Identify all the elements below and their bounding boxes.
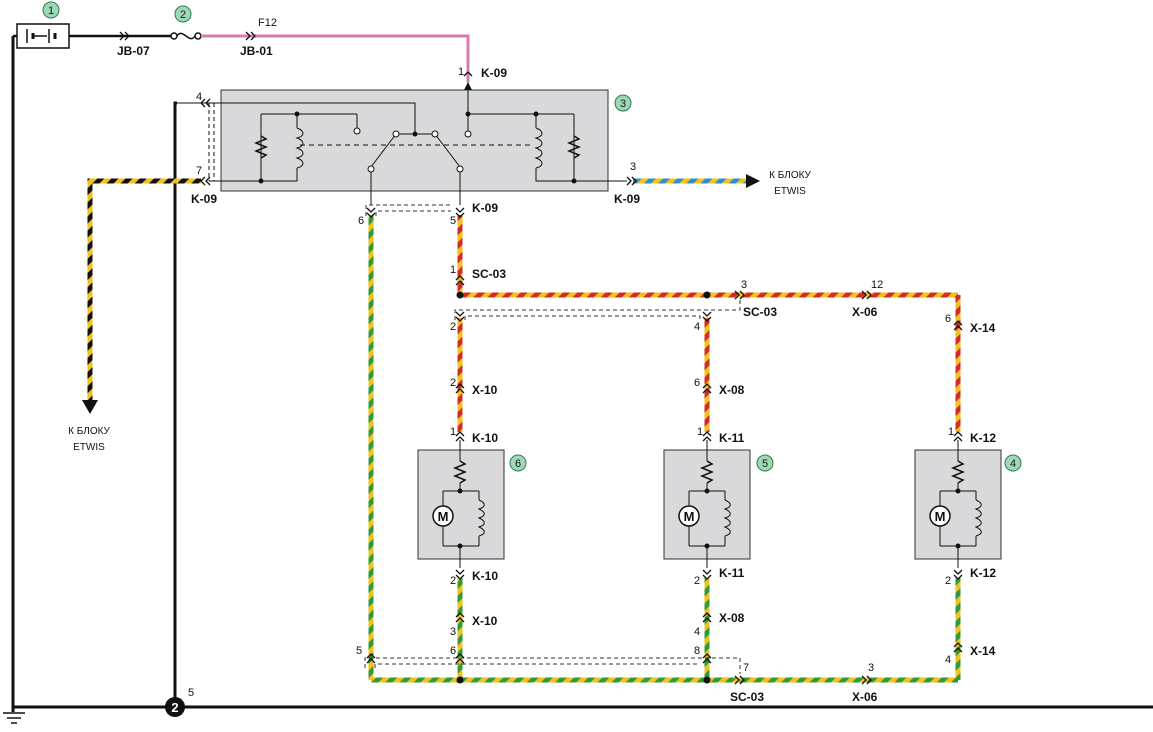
connector-x14-top: X-14 xyxy=(970,321,996,335)
ground-symbol-icon xyxy=(3,712,25,724)
svg-text:2: 2 xyxy=(180,9,186,21)
connector-k11-bot: K-11 xyxy=(719,566,745,580)
fuse-icon xyxy=(170,32,202,40)
motor-box-4 xyxy=(914,449,1002,560)
wire-junctions xyxy=(456,291,711,684)
connector-sc03-mid: SC-03 xyxy=(743,305,777,319)
pin-sc03-2: 2 xyxy=(450,321,456,333)
dest-right-line1: К БЛОКУ xyxy=(769,170,811,181)
svg-text:1: 1 xyxy=(48,5,54,17)
dest-left-line1: К БЛОКУ xyxy=(68,426,110,437)
connector-x14-bot: X-14 xyxy=(970,644,996,658)
svg-text:6: 6 xyxy=(515,458,521,470)
pin-k09-4: 4 xyxy=(196,91,202,103)
motor-6-label: M xyxy=(438,509,449,524)
svg-text:3: 3 xyxy=(620,98,626,110)
connector-x08-top: X-08 xyxy=(719,383,745,397)
wire-pink xyxy=(201,34,470,82)
connector-jb01: JB-01 xyxy=(240,44,273,58)
pin-x06-3: 3 xyxy=(868,662,874,674)
motor-nodes xyxy=(457,488,961,549)
badge-1: 1 xyxy=(42,1,60,19)
switch-junctions xyxy=(258,111,577,184)
pin-sc03-3: 3 xyxy=(741,279,747,291)
connector-k10-top: K-10 xyxy=(472,431,498,445)
motor-4-internals xyxy=(929,440,982,568)
left-dest-arrow-icon xyxy=(82,400,98,414)
badge-2: 2 xyxy=(174,5,192,23)
motor-4-label: M xyxy=(935,509,946,524)
dest-left-line2: ETWIS xyxy=(73,442,105,453)
connector-sc03-bot: SC-03 xyxy=(730,690,764,704)
connector-x10-bot: X-10 xyxy=(472,614,498,628)
pin-k09-6: 6 xyxy=(358,215,364,227)
connector-x10-top: X-10 xyxy=(472,383,498,397)
pin-sc03-7: 7 xyxy=(743,662,749,674)
badge-4: 4 xyxy=(1004,454,1022,472)
connector-k12-bot: K-12 xyxy=(970,566,996,580)
connector-x06-top: X-06 xyxy=(852,305,878,319)
connector-x08-bot: X-08 xyxy=(719,611,745,625)
badge-6: 6 xyxy=(509,454,527,472)
switch-internals xyxy=(177,102,627,205)
pin-ground-5: 5 xyxy=(188,687,194,699)
dashed-connector-outlines xyxy=(364,204,741,674)
ground-point-label: 2 xyxy=(171,700,178,715)
pin-k09-5: 5 xyxy=(450,215,456,227)
pin-k09-7: 7 xyxy=(196,165,202,177)
pin-x14-6: 6 xyxy=(945,313,951,325)
pin-k12-2: 2 xyxy=(945,575,951,587)
pin-sc03-8: 8 xyxy=(694,645,700,657)
dest-right-line2: ETWIS xyxy=(774,186,806,197)
pin-x10-3: 3 xyxy=(450,626,456,638)
pin-k09-3: 3 xyxy=(630,161,636,173)
pin-k10-2: 2 xyxy=(450,575,456,587)
connector-k09-mid: K-09 xyxy=(472,201,498,215)
pin-k09-1: 1 xyxy=(458,66,464,78)
wire-black-ground xyxy=(173,101,177,707)
right-dest-arrow-icon xyxy=(746,174,760,188)
connector-chevrons xyxy=(119,31,963,685)
badge-3: 3 xyxy=(614,94,632,112)
battery-symbol xyxy=(16,23,70,49)
pin-k10-1: 1 xyxy=(450,426,456,438)
ground-point-marker xyxy=(165,697,185,717)
pin-sc03-1: 1 xyxy=(450,264,456,276)
pin-sc03-5: 5 xyxy=(356,645,362,657)
wire-black-yellow xyxy=(87,178,201,402)
pin-x10-2: 2 xyxy=(450,377,456,389)
connector-k12-top: K-12 xyxy=(970,431,996,445)
svg-text:4: 4 xyxy=(1010,458,1016,470)
pin-sc03-6: 6 xyxy=(450,645,456,657)
connector-k10-bot: K-10 xyxy=(472,569,498,583)
connector-sc03-top: SC-03 xyxy=(472,267,506,281)
switch-contacts xyxy=(353,127,472,173)
pin-sc03-4: 4 xyxy=(694,321,700,333)
pin-k11-1: 1 xyxy=(697,426,703,438)
motor-5-internals xyxy=(678,440,731,568)
pin-k11-2: 2 xyxy=(694,575,700,587)
pin-x14-4: 4 xyxy=(945,654,951,666)
pin-k12-1: 1 xyxy=(948,426,954,438)
pin-x08-4: 4 xyxy=(694,626,700,638)
fuse-label: F12 xyxy=(258,17,277,29)
motor-box-6 xyxy=(417,449,505,560)
connector-k11-top: K-11 xyxy=(719,431,745,445)
connector-k09-top: K-09 xyxy=(481,66,507,80)
k09-pin1-arrow-icon xyxy=(464,82,472,90)
connector-x06-bot: X-06 xyxy=(852,690,878,704)
connector-jb07: JB-07 xyxy=(117,44,150,58)
pin-x08-6: 6 xyxy=(694,377,700,389)
connector-k09-right: K-09 xyxy=(614,192,640,206)
pin-x06-12: 12 xyxy=(871,279,883,291)
badge-5: 5 xyxy=(756,454,774,472)
connector-k09-left: K-09 xyxy=(191,192,217,206)
motor-5-label: M xyxy=(684,509,695,524)
svg-text:5: 5 xyxy=(762,458,768,470)
motor-6-internals xyxy=(432,440,485,568)
